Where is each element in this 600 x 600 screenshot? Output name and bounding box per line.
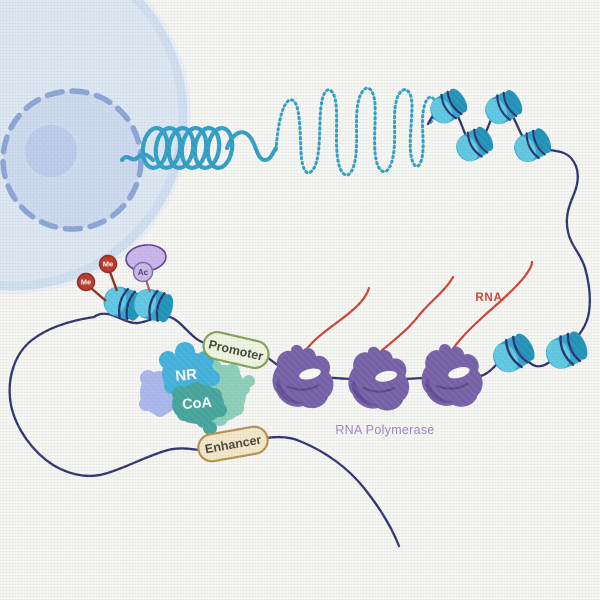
cell-body — [0, 0, 187, 290]
chromatin-fiber — [119, 86, 438, 177]
nucleosome-pair-modified — [99, 282, 177, 326]
rna-transcript — [450, 260, 534, 352]
cell — [0, 0, 191, 294]
acetyl-stem — [144, 279, 152, 293]
fiber-wave — [225, 130, 278, 163]
rna-transcript — [304, 286, 371, 352]
methyl-stem — [108, 271, 119, 292]
nucleosome-pair-right — [486, 327, 593, 379]
coactivator-label: CoA — [182, 395, 213, 413]
chromatin-coil — [140, 126, 235, 170]
nuclear-receptor-label: NR — [174, 366, 197, 385]
rna-polymerases — [271, 341, 485, 413]
rna-label: RNA — [475, 292, 502, 304]
nucleosome — [508, 124, 556, 168]
coactivator-blob — [172, 382, 227, 435]
rna-polymerase — [419, 341, 485, 410]
fiber-entry — [119, 152, 156, 163]
promoter-pill-shape — [202, 331, 270, 369]
methyl-label: Me — [81, 278, 91, 287]
enhancer-label-pill: Enhancer — [197, 425, 269, 463]
methyl-mark — [98, 254, 118, 274]
nucleolus — [25, 125, 77, 177]
methyl-label: Me — [103, 260, 113, 269]
rna-polymerase — [346, 344, 412, 413]
rna-transcripts — [304, 260, 534, 354]
cell-membrane — [0, 0, 188, 291]
nucleosome — [129, 284, 177, 326]
nucleosome — [479, 85, 527, 130]
fiber-beaded — [274, 86, 438, 177]
rna-polymerase-label: RNA Polymerase — [335, 423, 434, 437]
nucleosome — [539, 327, 593, 375]
enhancer-pill-shape — [197, 425, 269, 463]
nucleosome-cluster-top — [424, 84, 556, 168]
rna-polymerase — [271, 343, 335, 410]
acetyl-mark — [132, 261, 154, 283]
nucleosome — [450, 122, 499, 168]
methyl-mark — [76, 272, 96, 292]
histone-modifications: Me Me Ac — [76, 244, 167, 302]
promoter-label-pill: Promoter — [202, 331, 270, 369]
rna-transcript — [378, 275, 455, 354]
nucleosome — [486, 328, 540, 379]
acetyl-label: Ac — [138, 268, 149, 277]
coactivator-complex: NR CoA — [139, 342, 255, 435]
methyl-stem — [90, 287, 107, 302]
